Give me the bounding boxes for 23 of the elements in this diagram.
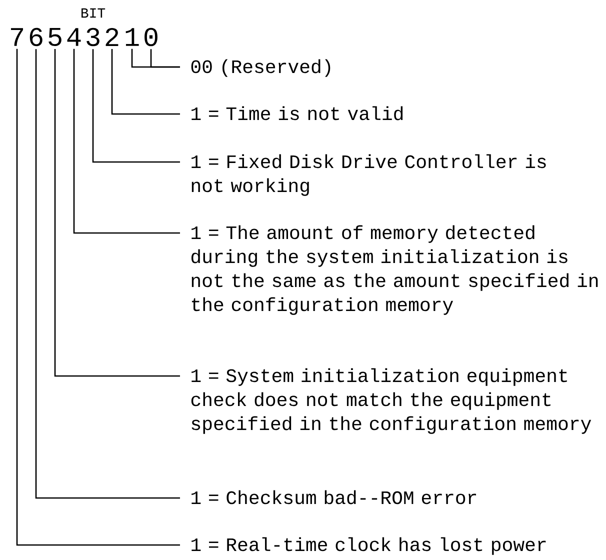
bit-description: 1 = Checksum bad--ROM error (192, 490, 476, 504)
leader-line (35, 49, 180, 499)
leader-line (54, 49, 180, 377)
leader-line (92, 49, 180, 163)
bit-number: 0 (144, 28, 158, 46)
leader-line (150, 49, 180, 68)
bit-number: 5 (48, 28, 62, 46)
bit-number: 4 (67, 28, 81, 46)
leader-line (73, 48, 180, 234)
leader-line (111, 49, 180, 115)
bit-description: 00 (Reserved) (191, 59, 330, 77)
bit-description: 1 = Time is not valid (192, 106, 403, 120)
bit-description: 1 = Real-time clock has lost power (192, 537, 546, 555)
bit-description: 1 = The amount of memory detected during the system initialization is not the same as the amount specified in the configuration memory (192, 225, 598, 315)
bit-number: 1 (126, 28, 139, 46)
bit-number: 3 (86, 28, 100, 46)
bit-number: 6 (30, 28, 42, 46)
bit-number: 2 (106, 28, 118, 46)
leader-line (16, 48, 180, 546)
bit-number: 7 (11, 28, 23, 46)
heading-label: BIT (82, 8, 106, 18)
bit-description: 1 = System initialization equipment check does not match the equipment specified in the configuration memory (191, 368, 592, 434)
bit-description: 1 = Fixed Disk Drive Controller is not working (192, 154, 546, 196)
